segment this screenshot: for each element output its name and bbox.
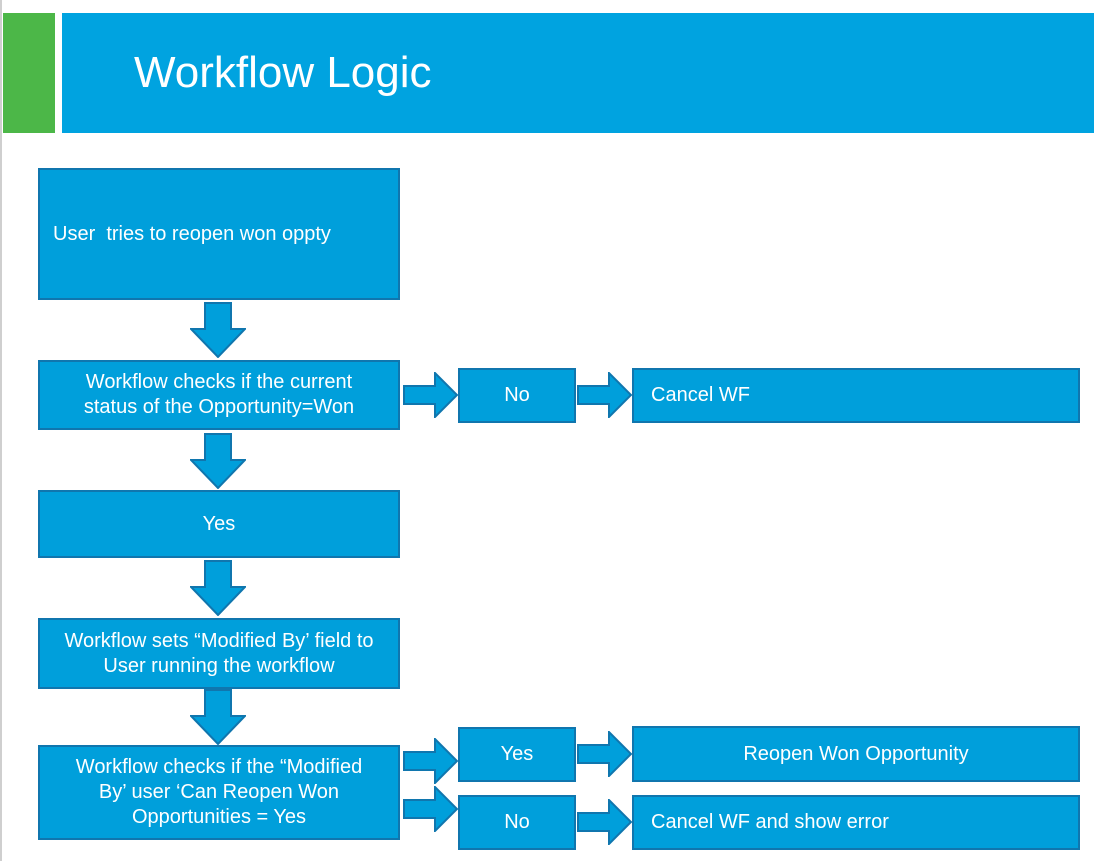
- flow-node-no-branch-2: No: [458, 795, 576, 850]
- flow-node-set-modified-by: Workflow sets “Modified By’ field to Use…: [38, 618, 400, 689]
- flow-node-label: Yes: [202, 512, 236, 535]
- flow-node-check-permission: Workflow checks if the “Modified By’ use…: [38, 745, 400, 840]
- flow-node-label: Workflow checks if the current status of…: [83, 371, 358, 418]
- flow-node-label: Reopen Won Opportunity: [743, 742, 969, 765]
- flow-node-yes-branch-1: Yes: [38, 490, 400, 558]
- down-arrow-icon: [190, 560, 246, 616]
- right-arrow-icon: [577, 731, 632, 777]
- down-arrow-icon: [190, 433, 246, 489]
- down-arrow-icon: [190, 302, 246, 358]
- flow-node-reopen-won-opportunity: Reopen Won Opportunity: [632, 726, 1080, 782]
- page-title: Workflow Logic: [134, 48, 432, 97]
- flow-node-label: Yes: [500, 743, 534, 765]
- flow-node-user-tries-reopen: User tries to reopen won oppty: [38, 168, 400, 300]
- right-arrow-icon: [577, 372, 632, 418]
- right-arrow-icon: [403, 372, 458, 418]
- flow-node-cancel-wf: Cancel WF: [632, 368, 1080, 423]
- flow-node-yes-branch-2: Yes: [458, 727, 576, 782]
- flow-node-label: Cancel WF: [651, 384, 750, 406]
- down-arrow-icon: [190, 689, 246, 745]
- flow-node-no-branch-1: No: [458, 368, 576, 423]
- flow-node-label: User tries to reopen won oppty: [53, 222, 331, 245]
- flow-node-check-status: Workflow checks if the current status of…: [38, 360, 400, 430]
- slide-header: Workflow Logic: [62, 13, 1094, 133]
- flow-node-label: No: [504, 384, 530, 406]
- flow-node-cancel-wf-show-error: Cancel WF and show error: [632, 795, 1080, 850]
- flow-node-label: No: [504, 811, 530, 833]
- slide-left-edge-line: [0, 0, 2, 861]
- green-accent-bar: [3, 13, 55, 133]
- flow-node-label: Workflow sets “Modified By’ field to Use…: [64, 629, 380, 677]
- right-arrow-icon: [577, 799, 632, 845]
- right-arrow-icon: [403, 738, 458, 784]
- flow-node-label: Cancel WF and show error: [651, 811, 889, 833]
- flow-node-label: Workflow checks if the “Modified By’ use…: [75, 756, 368, 828]
- right-arrow-icon: [403, 786, 458, 832]
